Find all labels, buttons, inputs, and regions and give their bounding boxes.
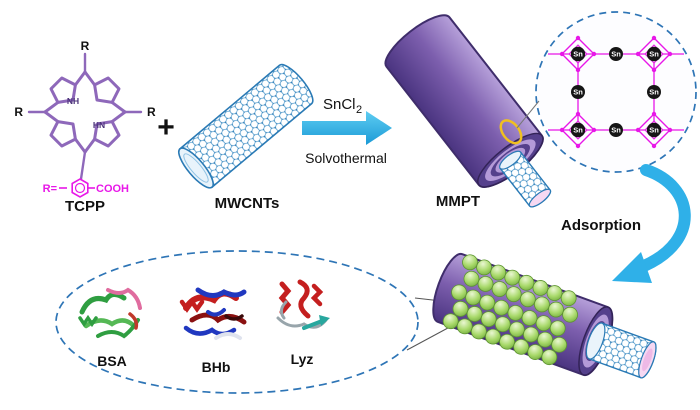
inset-dashed-circle [535,11,697,173]
reagent-label: SnCl [323,96,356,113]
mwcnt-illustration [178,63,314,189]
bhb-label: BHb [202,359,231,375]
sn-network-inset [535,11,697,173]
lyz-protein [276,279,330,330]
inset-pointer-line [516,100,540,129]
protein-dashed-ellipse [55,250,419,394]
r-equals-label: R= [43,183,57,195]
r-group-legend: R= COOH [43,178,129,198]
bhb-protein [179,287,247,340]
reaction-arrow [302,111,392,145]
inner-cnt [499,150,552,208]
r-substituent-left: R [14,105,23,119]
nanotube-opening [178,147,214,189]
adsorption-arrow-group: Adsorption [561,164,691,283]
adsorption-label: Adsorption [561,217,641,234]
bsa-protein [78,287,142,339]
bsa-label: BSA [97,353,127,369]
lyz-label: Lyz [291,351,314,367]
reaction-arrow-group: SnCl 2 Solvothermal [302,96,392,166]
protein-inset: BSA BHb Lyz [55,250,419,394]
tcpp-label: TCPP [65,198,105,215]
adsorbed-mmpt-tube [432,252,657,379]
plus-sign: + [157,111,175,144]
mmpt-tube [384,14,552,208]
tcpp-molecule: R R R NH HN R= COOH [14,39,156,198]
condition-label: Solvothermal [305,150,387,166]
reagent-subscript: 2 [356,104,362,116]
hn-label: HN [93,120,105,130]
r-substituent-top: R [81,39,90,53]
adsorbed-tube-inner-cnt [585,322,657,379]
benzene-ring [71,178,89,198]
adsorption-arrow [638,164,691,272]
mwcnts-label: MWCNTs [215,195,280,212]
nh-label: NH [67,96,79,106]
mmpt-label: MMPT [436,193,480,210]
cooh-label: COOH [96,183,129,195]
r-substituent-right: R [147,105,156,119]
porphyrin-macrocycle [27,52,143,181]
